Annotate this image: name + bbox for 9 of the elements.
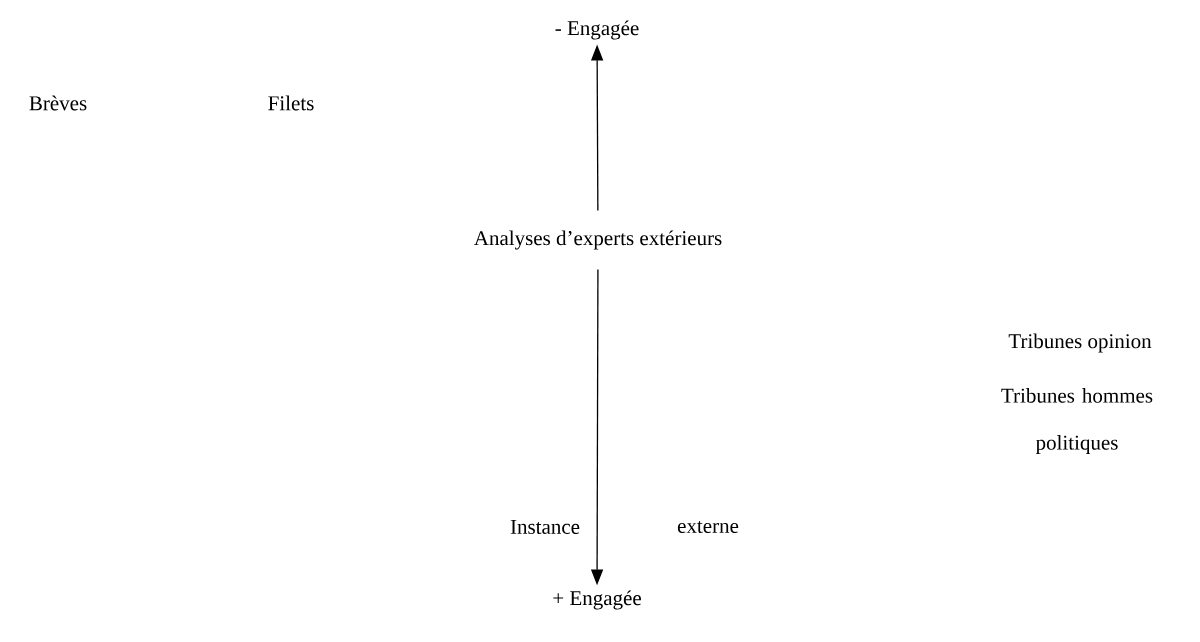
text-label: Tribunes hommes politiques — [1001, 387, 1153, 454]
axis-label: - Engagée — [555, 20, 639, 40]
text-label: externe — [677, 520, 739, 533]
text-label: Tribunes opinion — [1008, 333, 1152, 353]
axis-label: Analyses d’experts extérieurs — [474, 230, 722, 250]
axis-label: + Engagée — [553, 590, 641, 610]
text-label: Instance — [510, 520, 580, 534]
text-label: Brèves — [29, 95, 87, 111]
text-label: Filets — [268, 95, 314, 111]
